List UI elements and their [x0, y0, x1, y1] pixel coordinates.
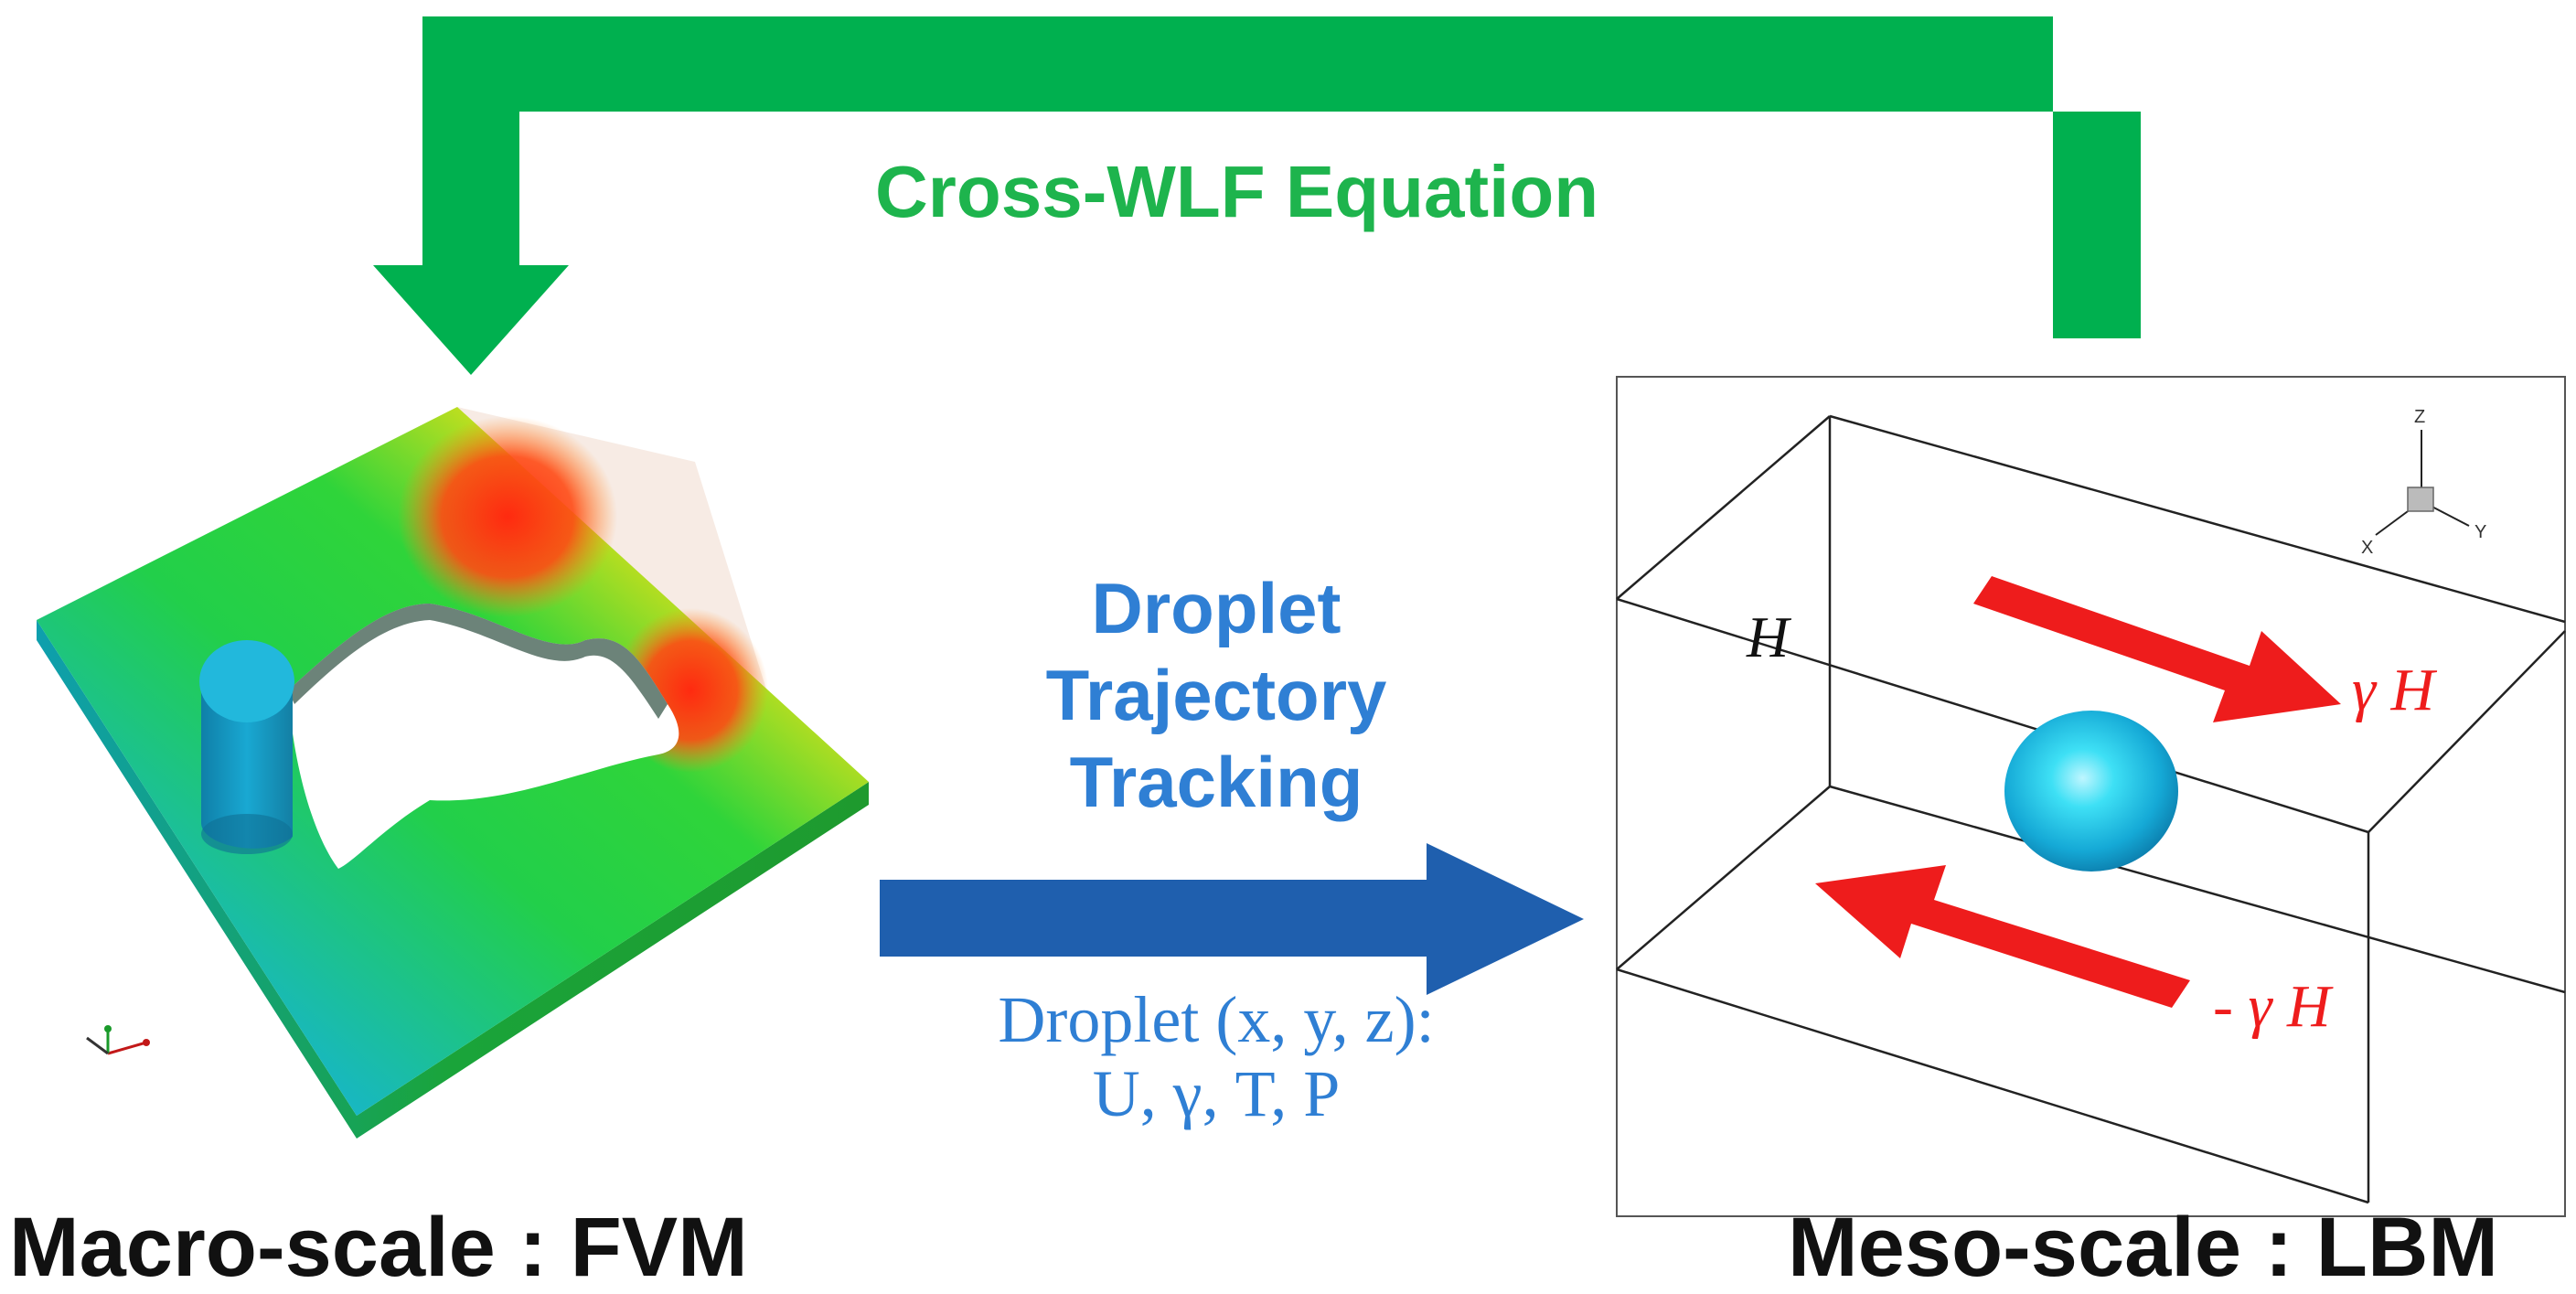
fvm-axis-triad: [86, 1025, 150, 1055]
height-label: H: [1747, 604, 1790, 669]
hot-spot: [398, 416, 617, 617]
lbm-wireframe: [1616, 414, 2566, 1204]
tracking-label-line: Droplet: [1091, 568, 1341, 648]
feedback-label: Cross-WLF Equation: [875, 151, 1599, 232]
axis-x-label: X: [2361, 538, 2373, 558]
shear-arrow-bottom: [1815, 865, 2190, 1008]
droplet-coords-line: Droplet (x, y, z):: [998, 983, 1435, 1056]
shear-arrow-top: [1973, 576, 2341, 722]
droplet-coords-label: Droplet (x, y, z): U, γ, T, P: [960, 983, 1472, 1130]
fvm-cavity: [288, 604, 679, 869]
transfer-arrow: [880, 843, 1584, 995]
lbm-axis-triad: Z Y X: [2361, 407, 2486, 558]
macro-scale-caption: Macro-scale : FVM: [9, 1201, 748, 1294]
shear-top-label: γ H: [2352, 657, 2435, 723]
axis-y-label: Y: [2474, 522, 2486, 542]
axis-z-label: Z: [2414, 407, 2425, 427]
fvm-pillar: [199, 640, 294, 854]
meso-scale-caption: Meso-scale : LBM: [1788, 1201, 2499, 1294]
tracking-label-line: Trajectory: [1045, 655, 1387, 736]
tracking-label-line: Tracking: [1069, 742, 1363, 823]
droplet-coords-line: U, γ, T, P: [1092, 1056, 1341, 1130]
shear-bottom-label: - γ H: [2213, 973, 2331, 1040]
tracking-label: Droplet Trajectory Tracking: [988, 565, 1445, 826]
droplet-sphere: [2004, 711, 2178, 872]
lbm-box: Z Y X: [1616, 376, 2566, 1217]
lbm-plot-frame: [1616, 376, 2566, 1217]
fvm-part: [37, 407, 869, 1139]
feedback-arrow: [373, 16, 2141, 375]
